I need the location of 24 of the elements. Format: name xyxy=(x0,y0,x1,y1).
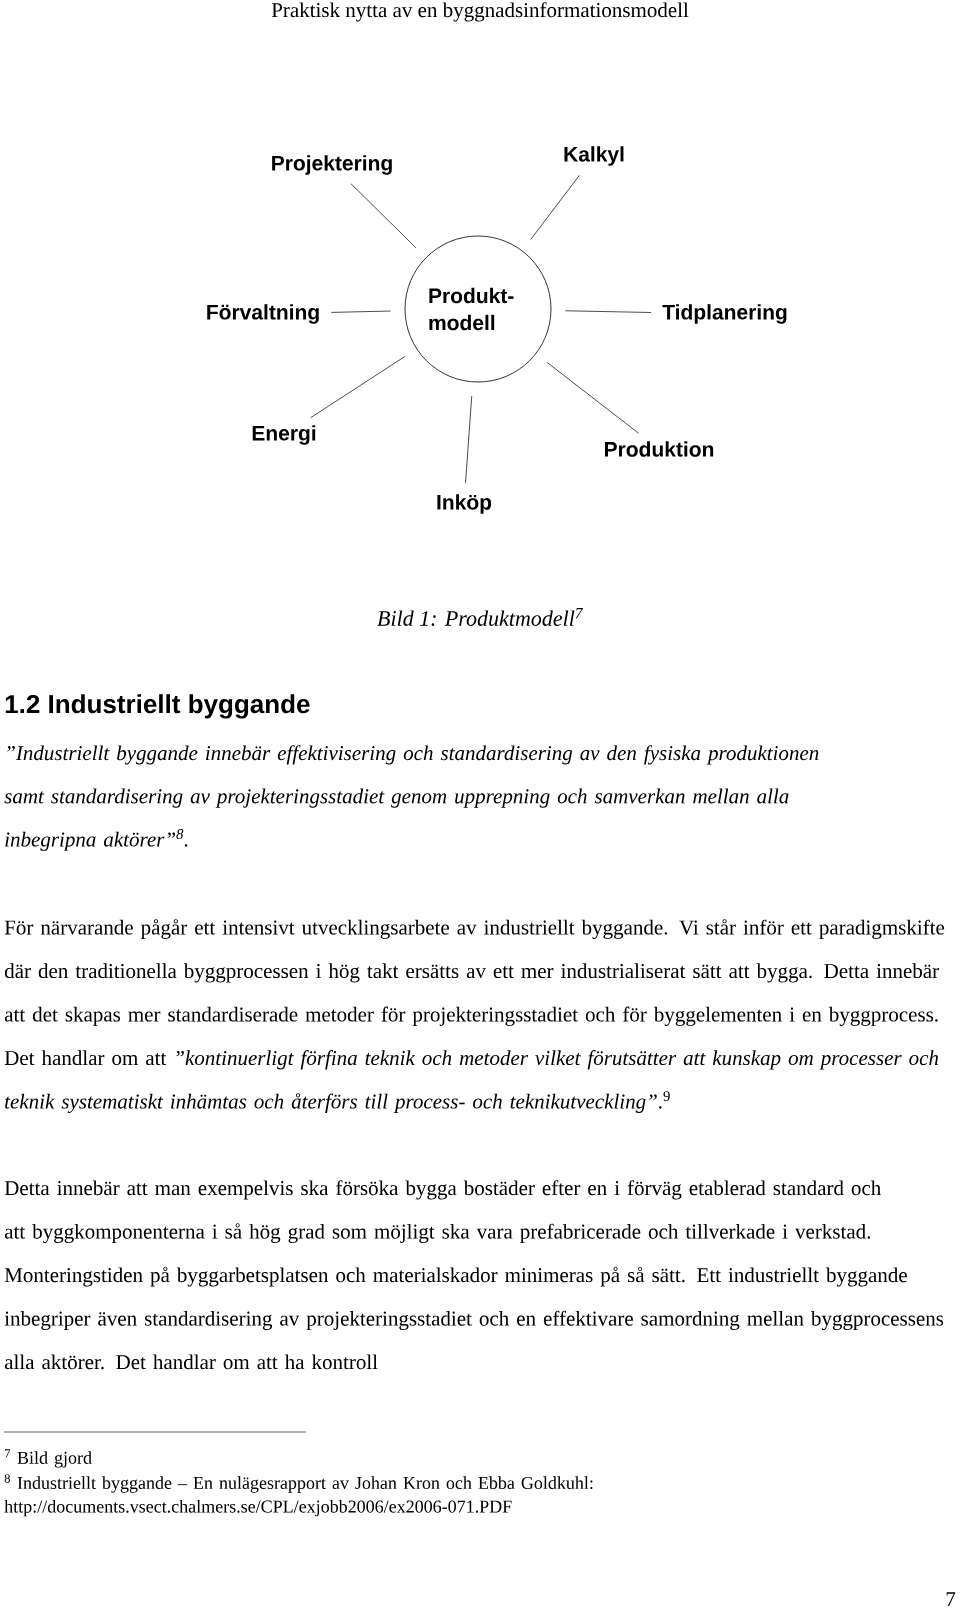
connector-line xyxy=(310,356,406,418)
node-label: Förvaltning xyxy=(207,304,319,324)
connector-line xyxy=(546,362,639,434)
connector-line xyxy=(530,175,580,240)
footnote: $^{8}$ Industriellt byggande – En nulägesrapport av Johan Kron och Ebba Goldkuhl: http://documents.vsect.chalmers.se/CPL/exjobb2006/ex2006-071.PDF xyxy=(4,1474,593,1517)
node-label: Kalkyl xyxy=(564,146,624,166)
node-label: Produktion xyxy=(605,441,714,457)
connector-line xyxy=(565,310,652,313)
connector-line xyxy=(331,310,391,313)
quote-paragraph: ”Industriellt byggande innebär effektivisering och standardisering av den fysiska produktionen samt standardisering av projekteringsstadiet genom upprepning och samverkan mellan alla inbegripna aktörer”$^{8}$. xyxy=(4,745,819,851)
section-heading: 1.2 Industriellt byggande xyxy=(5,694,310,719)
node-label: Inköp xyxy=(437,494,492,514)
node-label: Projektering xyxy=(272,155,392,175)
node-label: Energi xyxy=(252,425,316,445)
connector-line xyxy=(465,395,473,484)
figure-caption: Bild 1: Produktmodell$^{7}$ xyxy=(377,608,583,626)
footnote: $^{7}$ Bild gjord xyxy=(5,1449,92,1468)
body-paragraph: Detta innebär att man exempelvis ska försöka bygga bostäder efter en i förväg etablerad standard och att byggkomponenterna i så hög grad som möjligt ska vara prefabricerade och tillverkade i verkstad. Monteringstiden på byggarbetsplatsen och materialskador minimeras på så sätt. Ett industriellt byggande inbegriper även standardisering av projekteringsstadiet och en effektivare samordning mellan byggprocessens alla aktörer. Det handlar om att ha kontroll xyxy=(4,1180,944,1370)
node-label: Tidplanering xyxy=(662,304,787,324)
page-header: Praktisk nytta av en byggnadsinformationsmodell xyxy=(271,2,689,22)
body-paragraph: För närvarande pågår ett intensivt utvecklingsarbete av industriellt byggande. Vi står inför ett paradigmskifte där den traditionella byggprocessen i hög takt ersätts av ett mer industrialiserat sätt att bygga. Detta innebär att det skapas mer standardiserade metoder för projekteringsstadiet och för byggelementen i en byggprocess. Det handlar om att ”kontinuerligt förfina teknik och metoder vilket förutsätter att kunskap om processer och teknik systematiskt inhämtas och återförs till process- och teknikutveckling”.$^{9}$ xyxy=(4,919,945,1113)
connector-line xyxy=(350,183,417,248)
circle-node: Produkt- modell xyxy=(404,235,552,383)
page-number: 7 xyxy=(946,1592,956,1606)
